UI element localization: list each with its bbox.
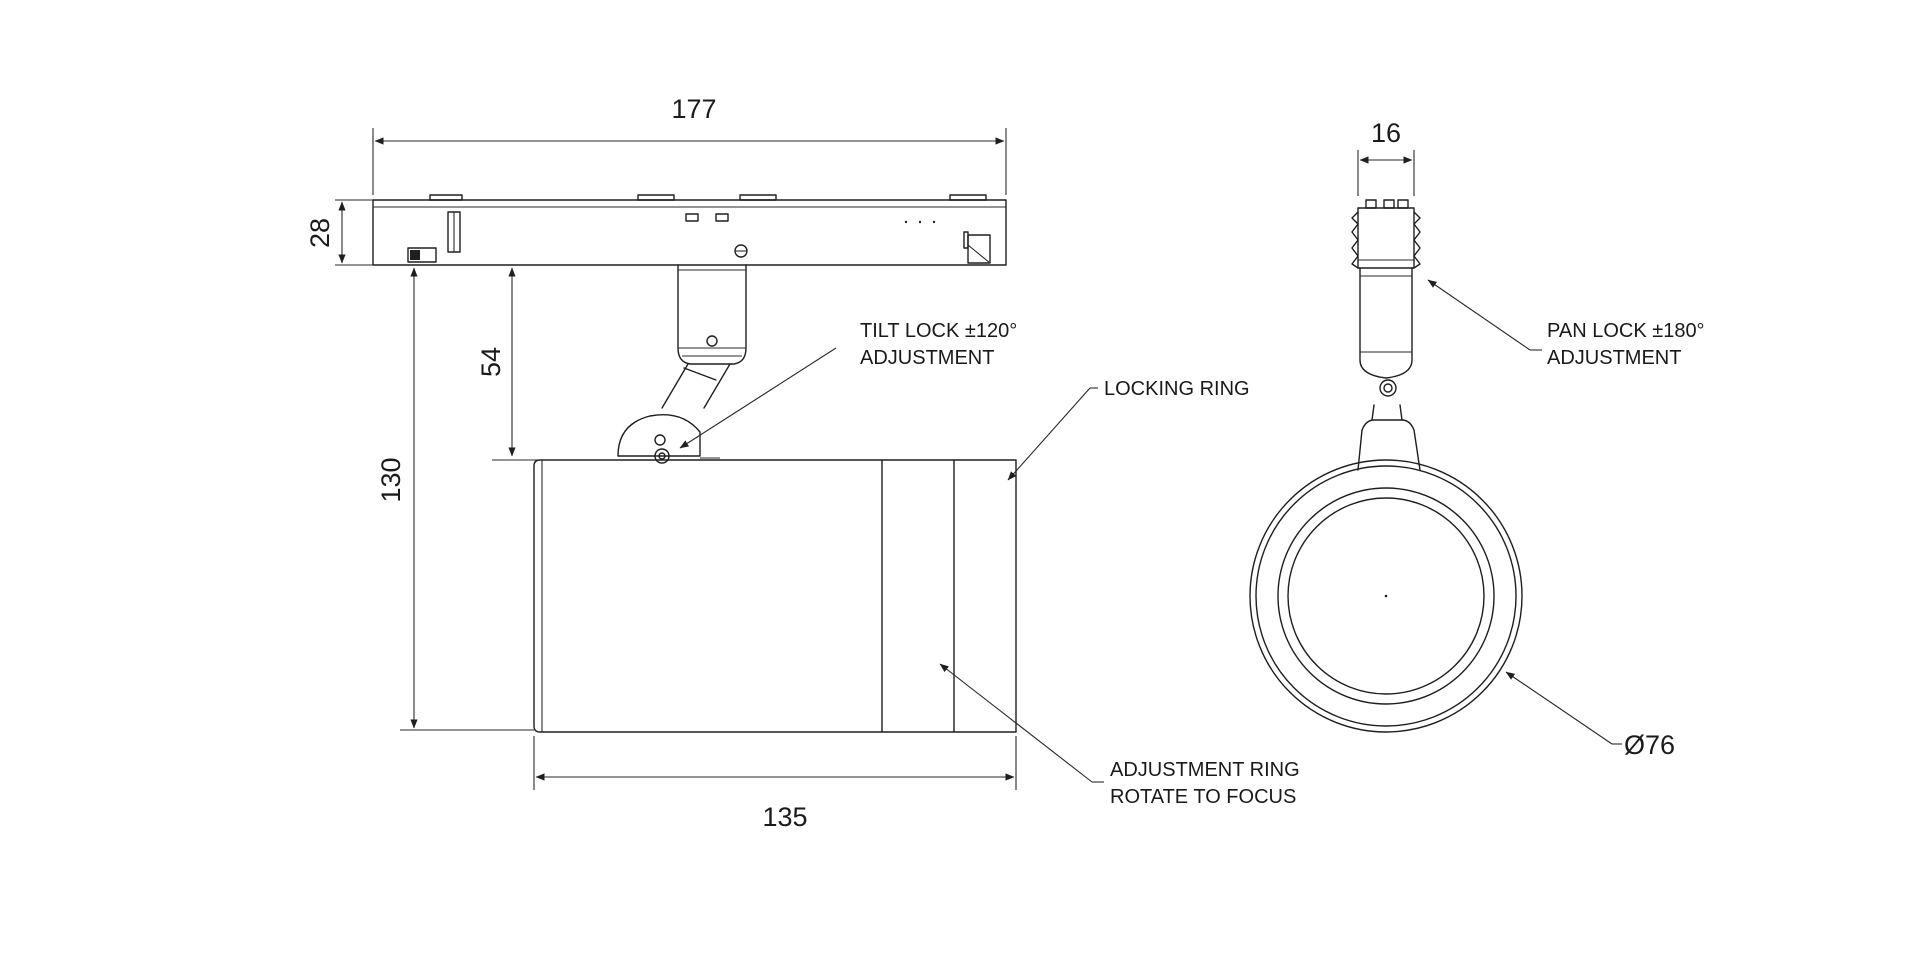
dim-130-label: 130 [376,457,406,502]
dim-177-label: 177 [671,94,716,124]
adjustment-ring-line1: ADJUSTMENT RING [1110,759,1300,781]
tilt-lock-line2: ADJUSTMENT [860,347,994,369]
pan-lock-line2: ADJUSTMENT [1547,347,1681,369]
track-adapter [372,194,1007,266]
side-view: 177 28 54 130 135 TILT LOCK ±120° ADJUST… [305,94,1300,832]
callout-diameter: Ø76 [1505,671,1675,760]
dim-135-label: 135 [762,802,807,832]
callout-locking-ring: LOCKING RING [1007,378,1250,481]
callout-adjustment-ring: ADJUSTMENT RING ROTATE TO FOCUS [939,663,1300,808]
dim-54-label: 54 [476,347,506,377]
callout-tilt-lock: TILT LOCK ±120° ADJUSTMENT [679,320,1017,449]
adjustment-ring-line2: ROTATE TO FOCUS [1110,786,1296,808]
dimension-lines [338,137,1015,781]
locking-ring-label: LOCKING RING [1104,378,1250,400]
pan-lock-line1: PAN LOCK ±180° [1547,320,1705,342]
lens-rings [1249,459,1523,733]
tilt-lock-line1: TILT LOCK ±120° [860,320,1017,342]
front-stem [1357,267,1421,471]
callout-pan-lock: PAN LOCK ±180° ADJUSTMENT [1427,279,1705,369]
stem [617,264,747,464]
extension-lines [335,128,1017,790]
dim-16-label: 16 [1371,118,1401,148]
dim-28-label: 28 [305,218,335,248]
track-section [1351,199,1421,269]
dim-diameter-label: Ø76 [1624,730,1675,760]
body [533,457,1017,733]
front-view: 16 PAN LOCK ±180° ADJUSTMENT Ø76 [1249,118,1705,760]
